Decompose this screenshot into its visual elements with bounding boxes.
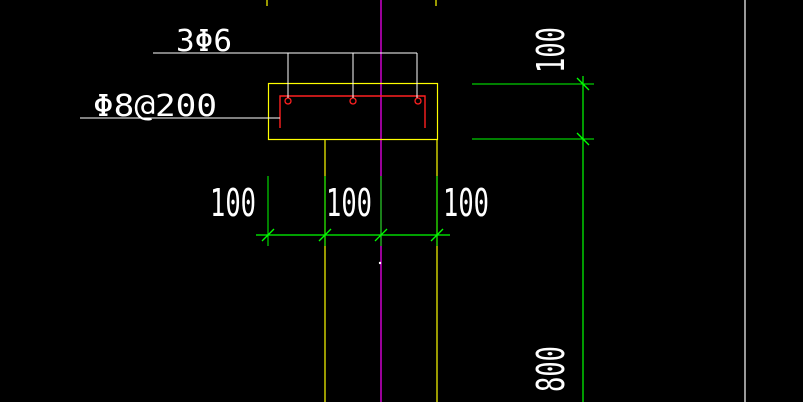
dim-tick-2 [318,228,332,242]
dim-tick-3 [374,228,388,242]
dim-vert-tick-top [576,77,590,91]
dim-label-cap-height: 100 [529,27,573,73]
label-top-bars: 3Φ6 [176,24,232,59]
dim-label-right: 100 [443,181,489,225]
dim-label-mid: 100 [326,181,372,225]
dim-tick-1 [261,228,275,242]
rebar-dot-3 [414,97,422,105]
dim-label-left: 100 [210,181,256,225]
dim-vert-tick-bottom [576,132,590,146]
center-marker-dot [378,261,382,265]
dim-tick-4 [430,228,444,242]
dim-label-wall-height: 800 [529,346,573,392]
label-stirrups: Φ8@200 [93,89,217,124]
